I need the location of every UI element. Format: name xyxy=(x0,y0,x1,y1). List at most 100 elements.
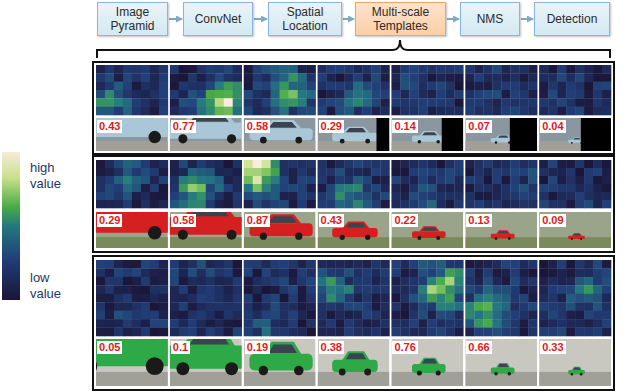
heatmap-cell xyxy=(307,168,316,176)
heatmap-cell xyxy=(105,302,114,311)
heatmap-cell xyxy=(233,294,242,303)
heatmap-cell xyxy=(409,73,418,82)
heatmap-cell xyxy=(548,90,557,99)
score-number: 0.04 xyxy=(540,120,565,133)
heatmap-cell xyxy=(454,294,463,303)
heatmap-cell xyxy=(179,107,188,116)
thumb-bg xyxy=(244,212,316,248)
heatmap-cell xyxy=(280,192,289,200)
thumbnail xyxy=(244,339,316,386)
heatmap-cell xyxy=(170,192,179,200)
heatmap-cell xyxy=(132,328,141,337)
heatmap-cell xyxy=(345,65,354,74)
heatmap-cell xyxy=(492,168,501,176)
heatmap-cell xyxy=(445,98,454,107)
heatmap-cell xyxy=(96,328,105,337)
box-label: ConvNet xyxy=(195,12,242,26)
heatmap-cell xyxy=(150,184,159,192)
heatmap-cell xyxy=(474,200,483,208)
heatmap-cell xyxy=(271,311,280,320)
heatmap-cell xyxy=(224,168,233,176)
heatmap-cell xyxy=(150,277,159,286)
heatmap-cell xyxy=(318,200,327,208)
heatmap-cell xyxy=(327,260,336,269)
heatmap-cell xyxy=(483,285,492,294)
heatmap-cell xyxy=(528,73,537,82)
heatmap-cell xyxy=(354,268,363,277)
heatmap-cell xyxy=(362,98,371,107)
heatmap-cell xyxy=(539,311,548,320)
heatmap-cell xyxy=(510,319,519,328)
car-roof xyxy=(572,138,582,140)
heatmap-cell xyxy=(566,160,575,168)
wheel xyxy=(148,226,162,240)
heatmap-cell xyxy=(345,268,354,277)
heatmap-cell xyxy=(371,176,380,184)
heatmap-cell xyxy=(280,285,289,294)
heatmap-cell xyxy=(132,73,141,82)
heatmap-cell xyxy=(539,200,548,208)
heatmap-cell xyxy=(253,73,262,82)
heatmap-cell xyxy=(501,65,510,74)
car-body xyxy=(332,133,377,142)
heatmap-cell xyxy=(371,328,380,337)
wheel xyxy=(339,369,346,376)
heatmap-cell xyxy=(307,65,316,74)
heatmap-cell xyxy=(566,200,575,208)
heatmap-cell xyxy=(371,277,380,286)
wheel xyxy=(260,233,267,240)
heatmap-cell xyxy=(280,65,289,74)
heatmap-cell xyxy=(584,184,593,192)
heatmap-cell xyxy=(483,319,492,328)
heatmap-cell xyxy=(307,294,316,303)
ground xyxy=(244,237,316,248)
wheel xyxy=(79,357,97,375)
heatmap-cell xyxy=(371,192,380,200)
car-window xyxy=(422,359,437,363)
heatmap-cell xyxy=(253,285,262,294)
heatmap-cell xyxy=(105,176,114,184)
heatmap-cell xyxy=(380,160,389,168)
heatmap-cell xyxy=(224,277,233,286)
heatmap-cell xyxy=(492,302,501,311)
heatmap-cell xyxy=(427,176,436,184)
heatmap-cell xyxy=(280,176,289,184)
heatmap-cell xyxy=(528,176,537,184)
heatmap-cell xyxy=(492,176,501,184)
heatmap-cell xyxy=(584,328,593,337)
heatmap-cell xyxy=(307,73,316,82)
heatmap-cell xyxy=(362,302,371,311)
heatmap-cell xyxy=(483,176,492,184)
heatmap-cell xyxy=(224,82,233,91)
heatmap-cell xyxy=(575,294,584,303)
score-number: 0.66 xyxy=(466,341,491,354)
heatmap-cell xyxy=(510,277,519,286)
heatmap-cell xyxy=(262,82,271,91)
heatmap-cell xyxy=(510,302,519,311)
car-roof xyxy=(419,131,439,136)
heatmap-cell xyxy=(483,160,492,168)
heatmap-cell xyxy=(501,107,510,116)
heatmap-cell xyxy=(271,268,280,277)
heatmap-cell xyxy=(409,200,418,208)
heatmap-cell xyxy=(436,319,445,328)
heatmap-cell xyxy=(289,90,298,99)
heatmap-cell xyxy=(289,260,298,269)
heatmap-cell xyxy=(575,73,584,82)
heatmap-cell xyxy=(159,176,168,184)
heatmap-cell xyxy=(400,319,409,328)
heatmap-cell xyxy=(170,277,179,286)
heatmap-cell xyxy=(215,184,224,192)
heatmap-cell xyxy=(391,319,400,328)
heatmap-cell xyxy=(244,184,253,192)
heatmap-cell xyxy=(244,294,253,303)
heatmap-cell xyxy=(409,294,418,303)
heatmap-cell xyxy=(318,184,327,192)
heatmap-cell xyxy=(519,268,528,277)
heatmap-cell xyxy=(150,168,159,176)
wheel xyxy=(571,238,573,240)
heatmap-cell xyxy=(492,192,501,200)
heatmap-cell xyxy=(593,168,602,176)
heatmap-cell xyxy=(548,107,557,116)
heatmap-cell xyxy=(336,277,345,286)
